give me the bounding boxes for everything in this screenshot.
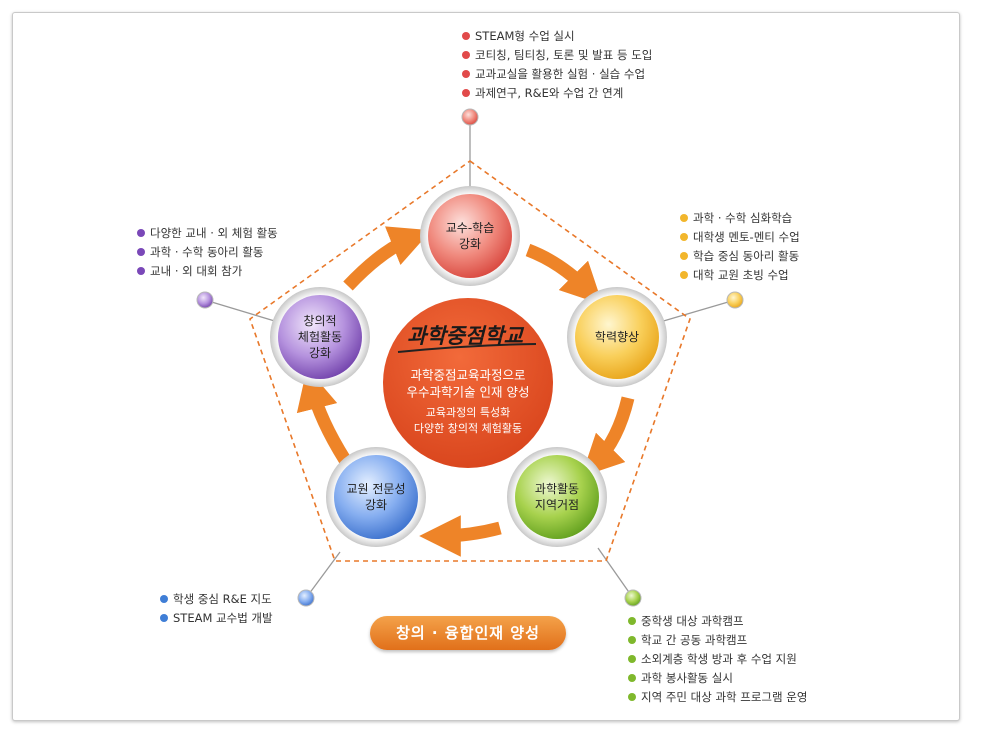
dot-yellow-icon: [726, 291, 744, 309]
node-creative-label: 창의적 체험활동 강화: [298, 313, 342, 361]
node-teaching-label: 교수-학습 강화: [446, 220, 495, 252]
list-bottom-right: 중학생 대상 과학캠프 학교 간 공동 과학캠프 소외계층 학생 방과 후 수업…: [628, 612, 807, 707]
bullet-purple-icon: [137, 229, 145, 237]
bullet-yellow-icon: [680, 271, 688, 279]
list-item: 대학 교원 초빙 수업: [680, 266, 800, 285]
list-bottom-left: 학생 중심 R&E 지도 STEAM 교수법 개발: [160, 590, 273, 628]
bullet-red-icon: [462, 51, 470, 59]
bullet-blue-icon: [160, 595, 168, 603]
node-teacher-line-1: 교원 전문성: [346, 482, 406, 496]
bullet-purple-icon: [137, 267, 145, 275]
dot-purple-icon: [196, 291, 214, 309]
bullet-green-icon: [628, 617, 636, 625]
bullet-blue-icon: [160, 614, 168, 622]
list-item: 과제연구, R&E와 수업 간 연계: [462, 84, 652, 103]
list-item: STEAM형 수업 실시: [462, 27, 652, 46]
list-item: 학생 중심 R&E 지도: [160, 590, 273, 609]
center-line-4: 다양한 창의적 체험활동: [413, 422, 523, 435]
list-item: 지역 주민 대상 과학 프로그램 운영: [628, 688, 807, 707]
outer-dots: [196, 108, 744, 607]
logo-swoosh: [397, 343, 537, 353]
node-teacher-circle: [334, 455, 418, 539]
dot-green-icon: [624, 589, 642, 607]
bullet-green-icon: [628, 636, 636, 644]
goal-banner: 창의 · 융합인재 양성: [370, 616, 566, 650]
node-creative-line-1: 창의적: [303, 314, 337, 328]
cycle-arrows: [296, 226, 635, 557]
dashed-pentagon: [249, 160, 691, 562]
node-science-label: 과학활동 지역거점: [535, 481, 579, 513]
list-top: STEAM형 수업 실시 코티칭, 팀티칭, 토론 및 발표 등 도입 교과교실…: [462, 27, 652, 103]
node-achievement-label: 학력향상: [595, 329, 639, 345]
node-achievement-line-1: 학력향상: [594, 330, 640, 344]
dot-red-icon: [461, 108, 479, 126]
node-creative-circle: [278, 295, 362, 379]
node-teaching-line-2: 강화: [458, 237, 482, 251]
dot-blue-icon: [297, 589, 315, 607]
center-line-2: 우수과학기술 인재 양성: [406, 384, 530, 400]
bullet-green-icon: [628, 655, 636, 663]
list-item: 과학 · 수학 심화학습: [680, 209, 800, 228]
bullet-green-icon: [628, 674, 636, 682]
list-item: STEAM 교수법 개발: [160, 609, 273, 628]
node-achievement-circle: [575, 295, 659, 379]
list-item: 과학 · 수학 동아리 활동: [137, 243, 278, 262]
node-circles: [270, 186, 667, 547]
node-science-line-2: 지역거점: [534, 498, 580, 512]
list-item: 학교 간 공동 과학캠프: [628, 631, 807, 650]
bullet-red-icon: [462, 32, 470, 40]
list-item: 교내 · 외 대회 참가: [137, 262, 278, 281]
bullet-yellow-icon: [680, 214, 688, 222]
node-teacher-label: 교원 전문성 강화: [346, 481, 405, 513]
list-item: 중학생 대상 과학캠프: [628, 612, 807, 631]
bullet-yellow-icon: [680, 233, 688, 241]
list-right: 과학 · 수학 심화학습 대학생 멘토-멘티 수업 학습 중심 동아리 활동 대…: [680, 209, 800, 285]
bullet-green-icon: [628, 693, 636, 701]
bullet-red-icon: [462, 70, 470, 78]
list-item: 과학 봉사활동 실시: [628, 669, 807, 688]
list-left: 다양한 교내 · 외 체험 활동 과학 · 수학 동아리 활동 교내 · 외 대…: [137, 224, 278, 281]
list-item: 코티칭, 팀티칭, 토론 및 발표 등 도입: [462, 46, 652, 65]
node-teacher-line-2: 강화: [364, 498, 388, 512]
list-item: 학습 중심 동아리 활동: [680, 247, 800, 266]
list-item: 다양한 교내 · 외 체험 활동: [137, 224, 278, 243]
list-item: 교과교실을 활용한 실험 · 실습 수업: [462, 65, 652, 84]
list-item: 대학생 멘토-멘티 수업: [680, 228, 800, 247]
center-line-1: 과학중점교육과정으로: [410, 367, 526, 383]
center-logo: 과학중점학교: [407, 323, 523, 348]
node-science-line-1: 과학활동: [534, 482, 580, 496]
bullet-yellow-icon: [680, 252, 688, 260]
node-teaching-line-1: 교수-학습: [445, 221, 495, 235]
bullet-purple-icon: [137, 248, 145, 256]
node-creative-line-3: 강화: [308, 346, 332, 360]
node-teaching-circle: [428, 194, 512, 278]
list-item: 소외계층 학생 방과 후 수업 지원: [628, 650, 807, 669]
node-creative-line-2: 체험활동: [297, 330, 343, 344]
bullet-red-icon: [462, 89, 470, 97]
center-circle: [383, 298, 553, 468]
node-science-circle: [515, 455, 599, 539]
center-line-3: 교육과정의 특성화: [425, 406, 511, 419]
